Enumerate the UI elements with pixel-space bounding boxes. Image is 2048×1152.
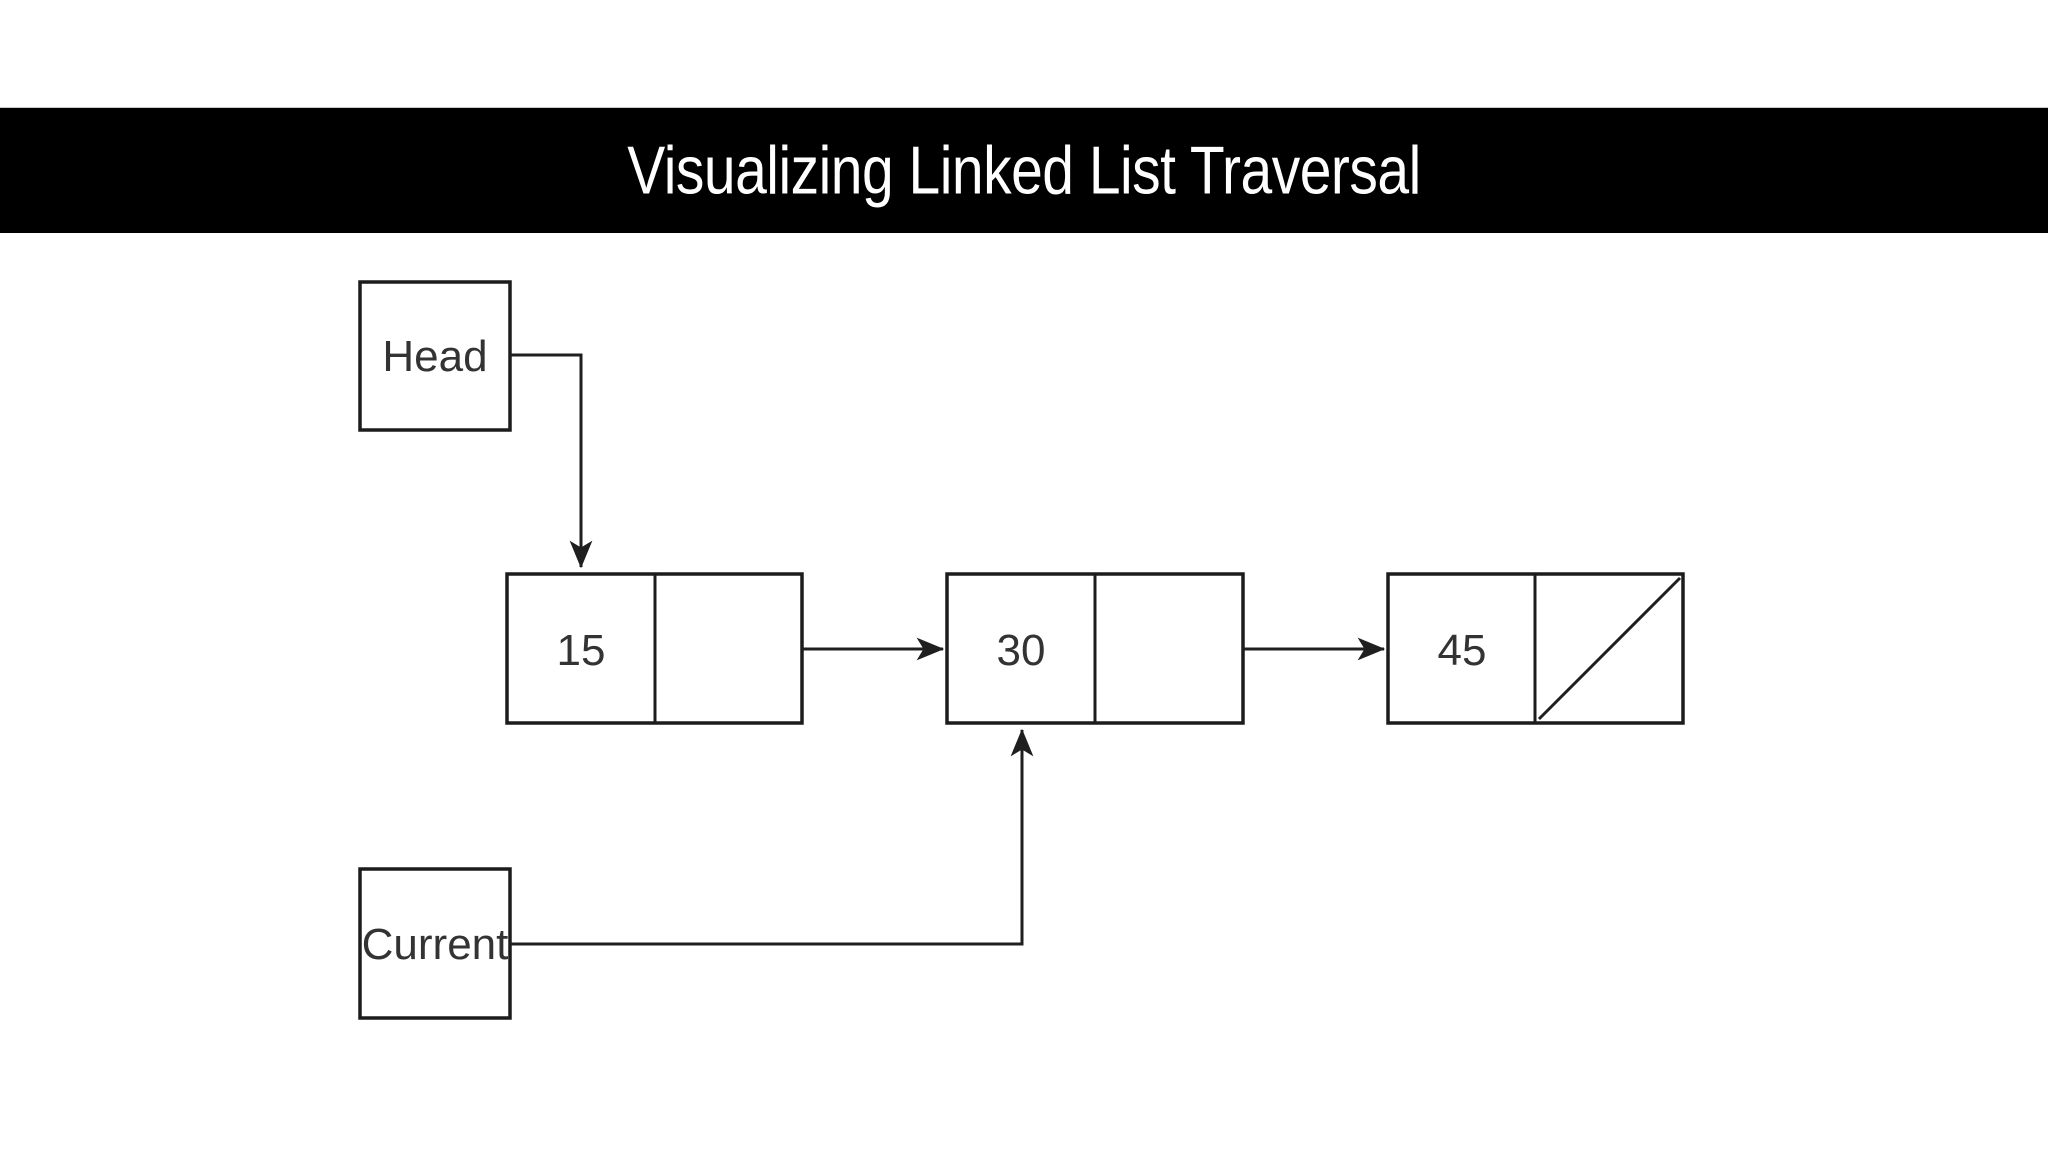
node-2-value: 30 — [997, 626, 1046, 675]
head-label: Head — [382, 332, 487, 381]
null-slash-icon — [1537, 576, 1682, 721]
list-node-2: 30 — [945, 572, 1245, 725]
current-label: Current — [362, 920, 509, 969]
current-pointer: Current — [358, 867, 512, 1020]
current-box — [358, 867, 512, 1020]
title-banner: Visualizing Linked List Traversal — [0, 107, 2048, 233]
page-title: Visualizing Linked List Traversal — [627, 132, 1421, 209]
current-arrow — [510, 728, 1034, 946]
list-node-3: 45 — [1386, 572, 1685, 725]
node-1-value: 15 — [557, 626, 606, 675]
node-3-value: 45 — [1438, 626, 1487, 675]
head-pointer: Head — [358, 280, 512, 432]
head-arrow — [510, 353, 593, 569]
head-box — [358, 280, 512, 432]
list-node-1: 15 — [505, 572, 804, 725]
